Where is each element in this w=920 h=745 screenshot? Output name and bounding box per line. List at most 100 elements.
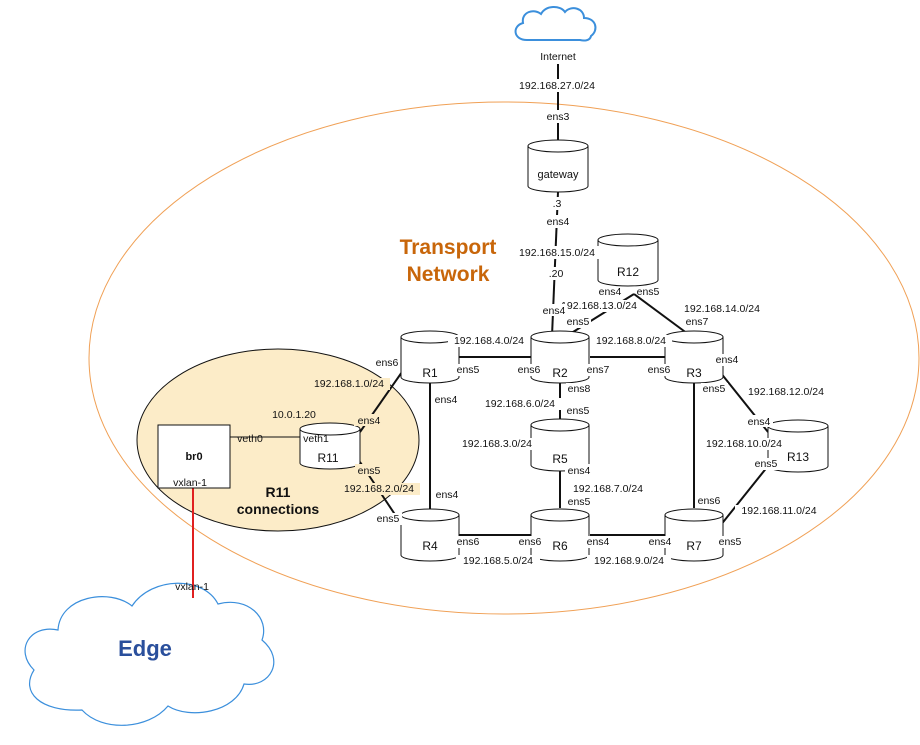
label-bg <box>565 496 593 508</box>
r4-ens5: ens5 <box>377 513 400 525</box>
r5-ens4: ens4 <box>568 465 591 477</box>
r4-label: R4 <box>422 539 438 553</box>
label-bg <box>566 483 650 495</box>
gateway-dot3: .3 <box>553 198 562 210</box>
subnet-15: 192.168.15.0/24 <box>519 247 595 259</box>
label-bg <box>701 383 728 395</box>
label-bg <box>587 555 671 567</box>
r13-ens4: ens4 <box>748 416 771 428</box>
edge-cloud[interactable] <box>24 582 275 726</box>
r12-label: R12 <box>617 265 639 279</box>
node-r7[interactable] <box>664 508 724 562</box>
subnet-8: 192.168.8.0/24 <box>596 335 666 347</box>
cylinder-body <box>400 330 460 384</box>
node-r13[interactable] <box>767 419 829 473</box>
internet-label: Internet <box>540 51 576 63</box>
r1-ens6: ens6 <box>376 357 399 369</box>
r11-ens4: ens4 <box>358 415 381 427</box>
gateway-ens4: ens4 <box>547 216 570 228</box>
subnet-2: 192.168.2.0/24 <box>344 483 414 495</box>
r7-ens5: ens5 <box>719 536 742 548</box>
subnet-6: 192.168.6.0/24 <box>485 398 555 410</box>
label-bg <box>456 555 540 567</box>
node-r3[interactable] <box>664 330 724 384</box>
r7-ens4: ens4 <box>649 536 672 548</box>
subnet-1: 192.168.1.0/24 <box>314 378 384 390</box>
label-bg <box>542 304 567 316</box>
node-r4[interactable] <box>400 508 460 562</box>
label-bg <box>684 316 711 328</box>
gateway-label: gateway <box>538 169 579 181</box>
subnet-internet: 192.168.27.0/24 <box>519 80 595 92</box>
subnet-10: 192.168.10.0/24 <box>706 438 782 450</box>
label-bg <box>478 398 562 410</box>
node-r2[interactable] <box>530 330 590 384</box>
cylinder-top <box>530 424 590 432</box>
r3-ens4: ens4 <box>716 354 739 366</box>
r2-ens6: ens6 <box>518 364 541 376</box>
r11-ip: 10.0.1.20 <box>272 409 316 421</box>
node-r6[interactable] <box>530 508 590 562</box>
label-bg <box>547 267 565 280</box>
r12-ens5: ens5 <box>637 286 660 298</box>
label-bg <box>545 215 571 228</box>
cylinder-top <box>767 425 829 433</box>
edge-cloud-icon <box>24 582 275 726</box>
label-bg <box>546 110 570 123</box>
cylinder-top <box>530 336 590 344</box>
link-r12-r3 <box>633 293 689 335</box>
label-bg <box>713 354 741 366</box>
cylinder-body <box>527 139 589 193</box>
subnet-5: 192.168.5.0/24 <box>463 555 533 567</box>
transport-network-boundary <box>88 101 920 615</box>
r2-ens8: ens8 <box>568 383 591 395</box>
node-r12[interactable] <box>597 233 659 287</box>
r3-ens7: ens7 <box>686 316 709 328</box>
label-bg <box>514 246 600 259</box>
label-bg <box>454 536 482 548</box>
cloud-icon <box>514 6 597 42</box>
subnet-9: 192.168.9.0/24 <box>594 555 664 567</box>
r6-ens5: ens5 <box>568 496 591 508</box>
r11-ens5: ens5 <box>358 465 381 477</box>
r3-label: R3 <box>686 366 702 380</box>
br0-veth0-label: veth0 <box>237 433 263 445</box>
cylinder-body <box>767 419 829 473</box>
br0-vxlan-label: vxlan-1 <box>173 477 207 489</box>
node-r11[interactable] <box>299 422 361 470</box>
cylinder-body <box>597 233 659 287</box>
r11-area-title-line2: connections <box>237 501 320 517</box>
subnet-4: 192.168.4.0/24 <box>454 335 524 347</box>
cylinder-top <box>664 514 724 522</box>
br0-bridge[interactable] <box>157 424 231 489</box>
label-bg <box>338 483 420 495</box>
r13-label: R13 <box>787 450 809 464</box>
r11-veth1: veth1 <box>303 433 329 445</box>
label-bg <box>565 316 591 328</box>
internet-cloud <box>514 6 597 42</box>
label-bg <box>566 383 592 395</box>
cylinder-body <box>400 508 460 562</box>
label-bg <box>695 495 723 507</box>
node-gateway[interactable] <box>527 139 589 193</box>
label-bg <box>354 414 384 426</box>
cylinder-top <box>530 514 590 522</box>
r1-ens4: ens4 <box>435 394 458 406</box>
r11-label: R11 <box>317 451 338 465</box>
r1-label: R1 <box>422 366 438 380</box>
label-bg <box>564 405 592 417</box>
r5-ens5: ens5 <box>567 405 590 417</box>
label-bg <box>308 378 390 390</box>
label-bg <box>565 464 593 476</box>
r4-ens6: ens6 <box>457 536 480 548</box>
r2-ens7: ens7 <box>587 364 610 376</box>
label-bg <box>432 489 462 501</box>
label-bg <box>735 505 823 517</box>
link-r13-r7 <box>719 465 769 527</box>
transport-network-title-line1: Transport <box>400 236 497 259</box>
cylinder-top <box>400 514 460 522</box>
r12-ens4: ens4 <box>599 286 622 298</box>
transport-network-title-line2: Network <box>407 263 490 286</box>
subnet-14: 192.168.14.0/24 <box>684 303 760 315</box>
